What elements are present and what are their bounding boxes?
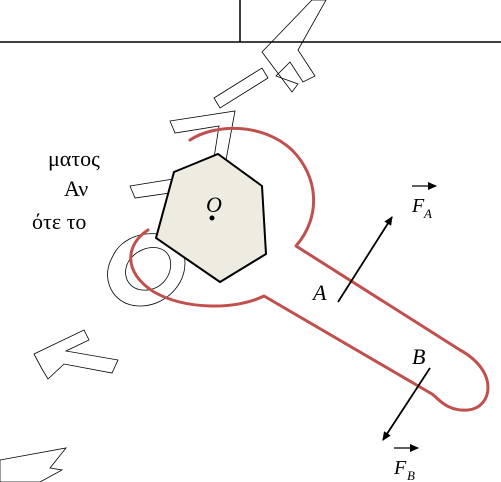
watermark-letter-tail — [0, 447, 67, 482]
force-a-arrow — [337, 216, 393, 303]
force-b-subscript: B — [407, 468, 415, 482]
center-point — [209, 215, 215, 221]
text-fragment-2: Αν — [64, 176, 89, 201]
watermark-letter-a — [261, 0, 327, 93]
force-b-label: F — [393, 457, 407, 479]
force-a-subscript: A — [423, 206, 432, 221]
force-b-arrow — [382, 367, 431, 441]
watermark-letter-i — [213, 67, 269, 109]
point-a-label: A — [311, 280, 327, 305]
watermark-letter-l2 — [169, 110, 236, 161]
point-b-label: B — [412, 344, 425, 369]
watermark-letter-k — [33, 329, 119, 380]
force-a-label: F — [411, 195, 425, 217]
text-fragment-1: ματος — [48, 146, 100, 171]
wrench-outline — [129, 126, 490, 412]
center-label: O — [206, 192, 222, 217]
text-fragment-3: ότε το — [32, 209, 87, 234]
